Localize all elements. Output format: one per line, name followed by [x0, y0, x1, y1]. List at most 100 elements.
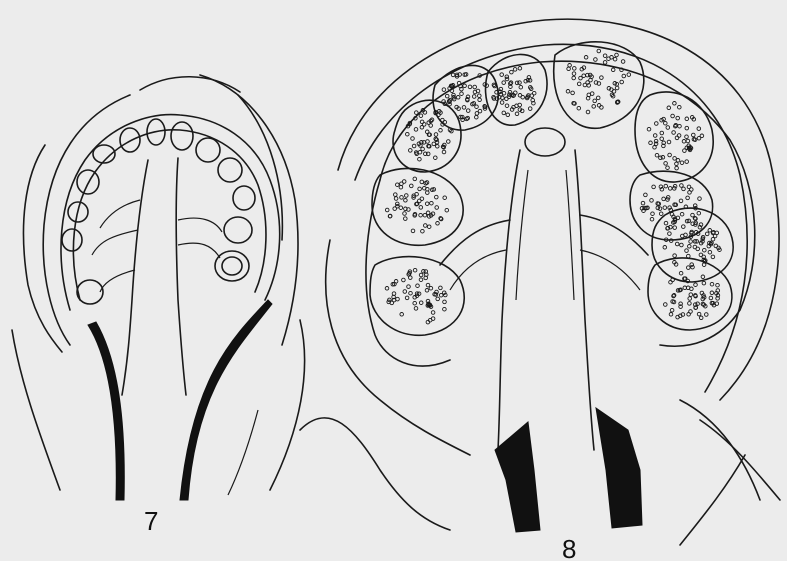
- spore-dot: [404, 217, 408, 221]
- spore-dot: [653, 134, 657, 138]
- spore-dot: [584, 56, 588, 60]
- spore-dot: [670, 308, 674, 312]
- spore-dot: [666, 166, 670, 170]
- spore-dot: [600, 106, 604, 110]
- fig7-strand-5: [100, 270, 135, 292]
- fig7-outer-bract-left-2: [43, 95, 130, 345]
- spore-dot: [579, 76, 583, 80]
- spore-dot: [710, 291, 714, 295]
- spore-dot: [399, 206, 403, 210]
- spore-dot: [422, 270, 426, 274]
- spore-dot: [667, 140, 671, 144]
- spore-dot: [478, 109, 482, 113]
- fig7-strand-2: [100, 200, 140, 228]
- fig7-stalk-left: [88, 322, 124, 500]
- spore-dot: [566, 90, 570, 94]
- spore-dot: [680, 184, 684, 188]
- fig8-outer-envelope-2: [355, 44, 747, 392]
- spore-dot: [413, 301, 417, 305]
- spore-dot: [409, 149, 413, 153]
- spore-dot: [473, 85, 477, 89]
- spore-dot: [664, 121, 668, 125]
- spore-dot: [415, 111, 419, 115]
- spore-dot: [686, 196, 690, 200]
- spore-dot: [521, 95, 525, 99]
- spore-dot: [420, 180, 424, 184]
- spore-dot: [600, 76, 604, 80]
- figure-7: 7: [12, 75, 305, 536]
- spore-dot: [429, 124, 433, 128]
- spore-dot: [650, 199, 654, 203]
- spore-dot: [694, 283, 698, 287]
- spore-dot: [697, 127, 701, 131]
- spore-dot: [443, 120, 447, 124]
- spore-dot: [435, 140, 439, 144]
- spore-dot: [456, 96, 460, 100]
- spore-dot: [673, 254, 677, 258]
- fig8-left-lower: [300, 418, 450, 530]
- spore-dot: [468, 85, 472, 89]
- spore-dot: [478, 94, 482, 98]
- spore-dot: [668, 232, 672, 236]
- spore-dot: [653, 146, 657, 150]
- spore-dot: [679, 199, 683, 203]
- fig7-column-left: [122, 160, 148, 395]
- spore-dot: [463, 84, 467, 88]
- spore-dot: [577, 82, 581, 86]
- spore-dot: [700, 134, 704, 138]
- spore-dot: [663, 246, 667, 250]
- spore-dot: [416, 284, 420, 288]
- spore-dot: [687, 254, 691, 258]
- spore-dot: [688, 297, 692, 301]
- spore-dot: [407, 285, 411, 289]
- spore-dot: [689, 240, 693, 244]
- spore-dot: [425, 202, 429, 206]
- spore-dot: [430, 201, 434, 205]
- spore-dot: [687, 185, 691, 189]
- fig7-strand-3: [178, 218, 222, 232]
- spore-dot: [409, 291, 413, 295]
- spore-dot: [675, 242, 679, 246]
- spore-dot: [687, 266, 691, 270]
- spore-dot: [418, 187, 422, 191]
- spore-dot: [649, 141, 653, 145]
- spore-dot: [431, 311, 435, 315]
- fig8-column-inner-right: [566, 170, 574, 300]
- spore-dot: [445, 94, 449, 98]
- spore-dot: [577, 106, 581, 110]
- fig8-column-right: [575, 150, 594, 450]
- spore-dot: [673, 157, 677, 161]
- spore-dot: [419, 273, 423, 277]
- spore-dot: [419, 206, 423, 210]
- spore-dot: [414, 307, 418, 311]
- spore-dot: [710, 282, 714, 286]
- spore-dot: [672, 131, 676, 135]
- spore-dot: [419, 213, 423, 217]
- spore-dot: [502, 111, 506, 115]
- spore-dot: [439, 286, 443, 290]
- spore-dot: [677, 134, 681, 138]
- spore-dot: [690, 287, 694, 291]
- spore-dot: [688, 302, 692, 306]
- spore-dot: [399, 185, 403, 189]
- spore-dot: [443, 196, 447, 200]
- figure-8: 8: [300, 19, 780, 561]
- spore-dot: [621, 60, 625, 64]
- spore-dot: [424, 224, 428, 228]
- spore-dot: [394, 193, 398, 197]
- spore-dot: [435, 195, 439, 199]
- spore-dot: [518, 81, 522, 85]
- spore-dot: [502, 81, 506, 85]
- spore-dot: [518, 67, 522, 71]
- spore-dot: [442, 150, 446, 154]
- spore-dot: [696, 247, 700, 251]
- spore-dot: [419, 301, 423, 305]
- fig8-right-lower-2: [680, 400, 760, 500]
- spore-dot: [429, 286, 433, 290]
- spore-dot: [667, 106, 671, 110]
- spore-dot: [426, 211, 430, 215]
- fig7-lower-bract-left: [12, 330, 60, 490]
- spore-dot: [664, 221, 668, 225]
- spore-dot: [582, 74, 586, 78]
